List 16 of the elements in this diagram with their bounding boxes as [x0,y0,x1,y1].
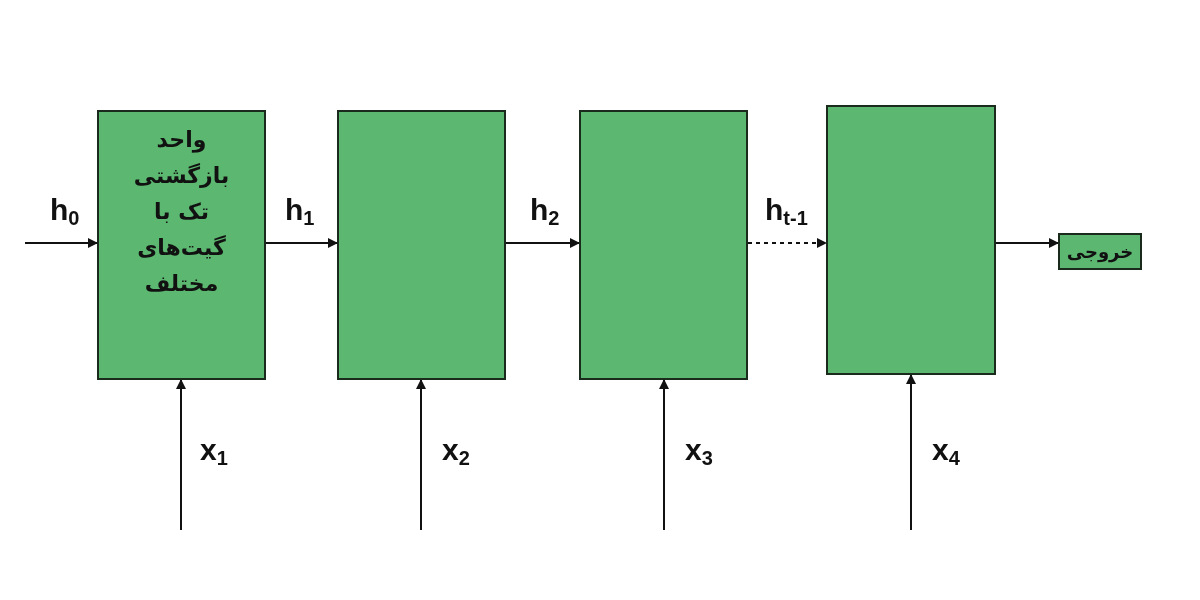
arrow [747,238,827,248]
arrow [176,379,186,531]
arrow [505,238,580,248]
arrow [265,238,338,248]
output-label: خروجی [1066,240,1134,265]
arrow [906,374,916,531]
process-box [337,110,506,380]
cell-description: واحد بازگشتی تک با گیت‌های مختلف [132,126,231,298]
output-box [1058,233,1142,270]
process-box [826,105,996,375]
arrow [659,379,669,531]
process-box [579,110,748,380]
process-box [97,110,266,380]
arrow [416,379,426,531]
arrow [24,238,98,248]
arrow [995,238,1059,248]
